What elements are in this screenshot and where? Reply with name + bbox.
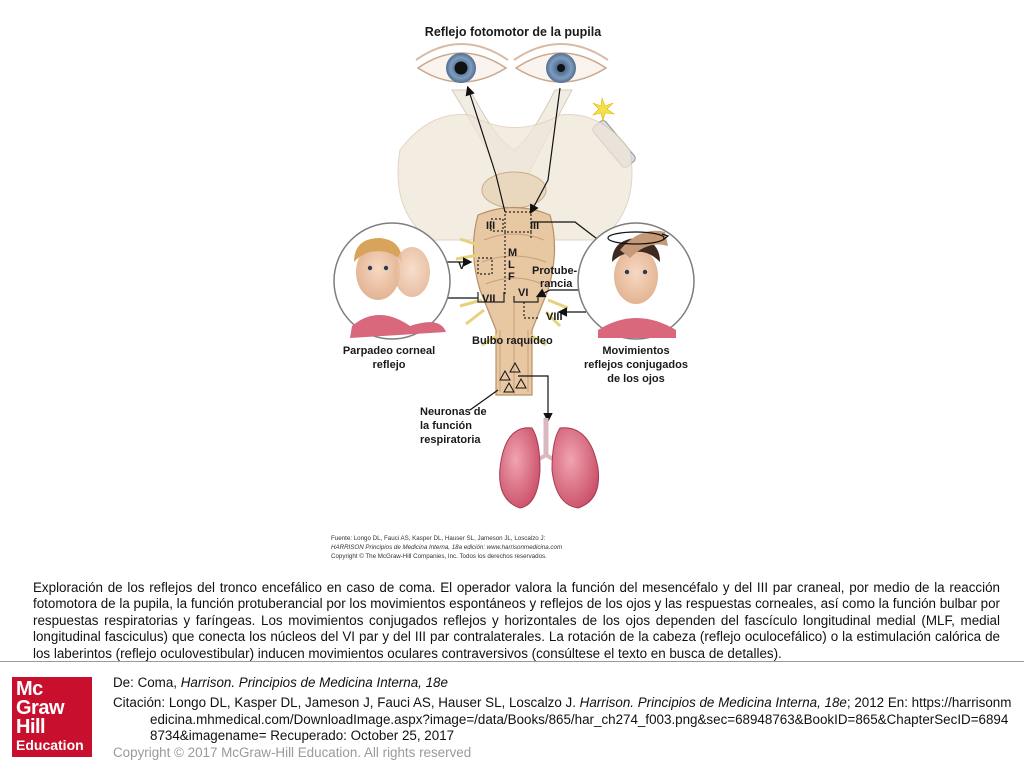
label-viii: VIII (546, 311, 563, 323)
corneal-reflex-illustration (334, 223, 450, 339)
right-eye (514, 44, 608, 83)
logo-line-4: Education (16, 737, 92, 753)
citation-book: Harrison. Principios de Medicina Interna… (580, 695, 847, 710)
label-mlf-l: L (508, 259, 515, 271)
label-neurons-line2: la función (420, 420, 472, 432)
left-eye (416, 44, 508, 83)
figure-caption: Exploración de los reflejos del tronco e… (33, 580, 1000, 662)
logo-line-3: Hill (16, 718, 92, 737)
source-line-1: Fuente: Longo DL, Fauci AS, Kasper DL, H… (331, 535, 546, 542)
figure-title: Reflejo fotomotor de la pupila (425, 25, 602, 39)
label-pons-line1: Protube- (532, 265, 578, 277)
copyright-notice: Copyright © 2017 McGraw-Hill Education. … (113, 745, 471, 760)
from-line: De: Coma, Harrison. Principios de Medici… (113, 675, 1013, 691)
label-pons-line2: rancia (540, 278, 573, 290)
label-vii: VII (482, 293, 495, 305)
footer-divider (0, 661, 1024, 662)
from-prefix: De: (113, 675, 138, 690)
mcgraw-hill-education-logo: Mc Graw Hill Education (12, 677, 92, 757)
label-movements-line2: reflejos conjugados (584, 359, 688, 371)
from-book: Harrison. Principios de Medicina Interna… (181, 675, 448, 690)
source-line-3: Copyright © The McGraw-Hill Companies, I… (331, 553, 547, 560)
label-movements-line1: Movimientos (602, 345, 669, 357)
label-vi: VI (518, 287, 528, 299)
from-chapter: Coma, (138, 675, 181, 690)
brainstem-reflexes-figure: Reflejo fotomotor de la pupila (0, 0, 1024, 570)
lungs-illustration (500, 418, 599, 508)
label-iii-left: III (486, 220, 495, 232)
label-neurons-line1: Neuronas de (420, 406, 487, 418)
citation-line: Citación: Longo DL, Kasper DL, Jameson J… (113, 695, 1013, 744)
citation-block: De: Coma, Harrison. Principios de Medici… (113, 675, 1013, 745)
citation-prefix: Citación: Longo DL, Kasper DL, Jameson J… (113, 695, 580, 710)
label-mlf-m: M (508, 247, 517, 259)
label-corneal-line2: reflejo (372, 359, 405, 371)
label-corneal-line1: Parpadeo corneal (343, 345, 435, 357)
label-neurons-line3: respiratoria (420, 434, 481, 446)
source-line-2: HARRISON Principios de Medicina Interna,… (331, 544, 562, 551)
label-movements-line3: de los ojos (607, 373, 664, 385)
label-medulla: Bulbo raquídeo (472, 335, 553, 347)
eyes (416, 44, 608, 83)
label-mlf-f: F (508, 271, 515, 283)
oculocephalic-reflex-illustration (578, 223, 694, 339)
